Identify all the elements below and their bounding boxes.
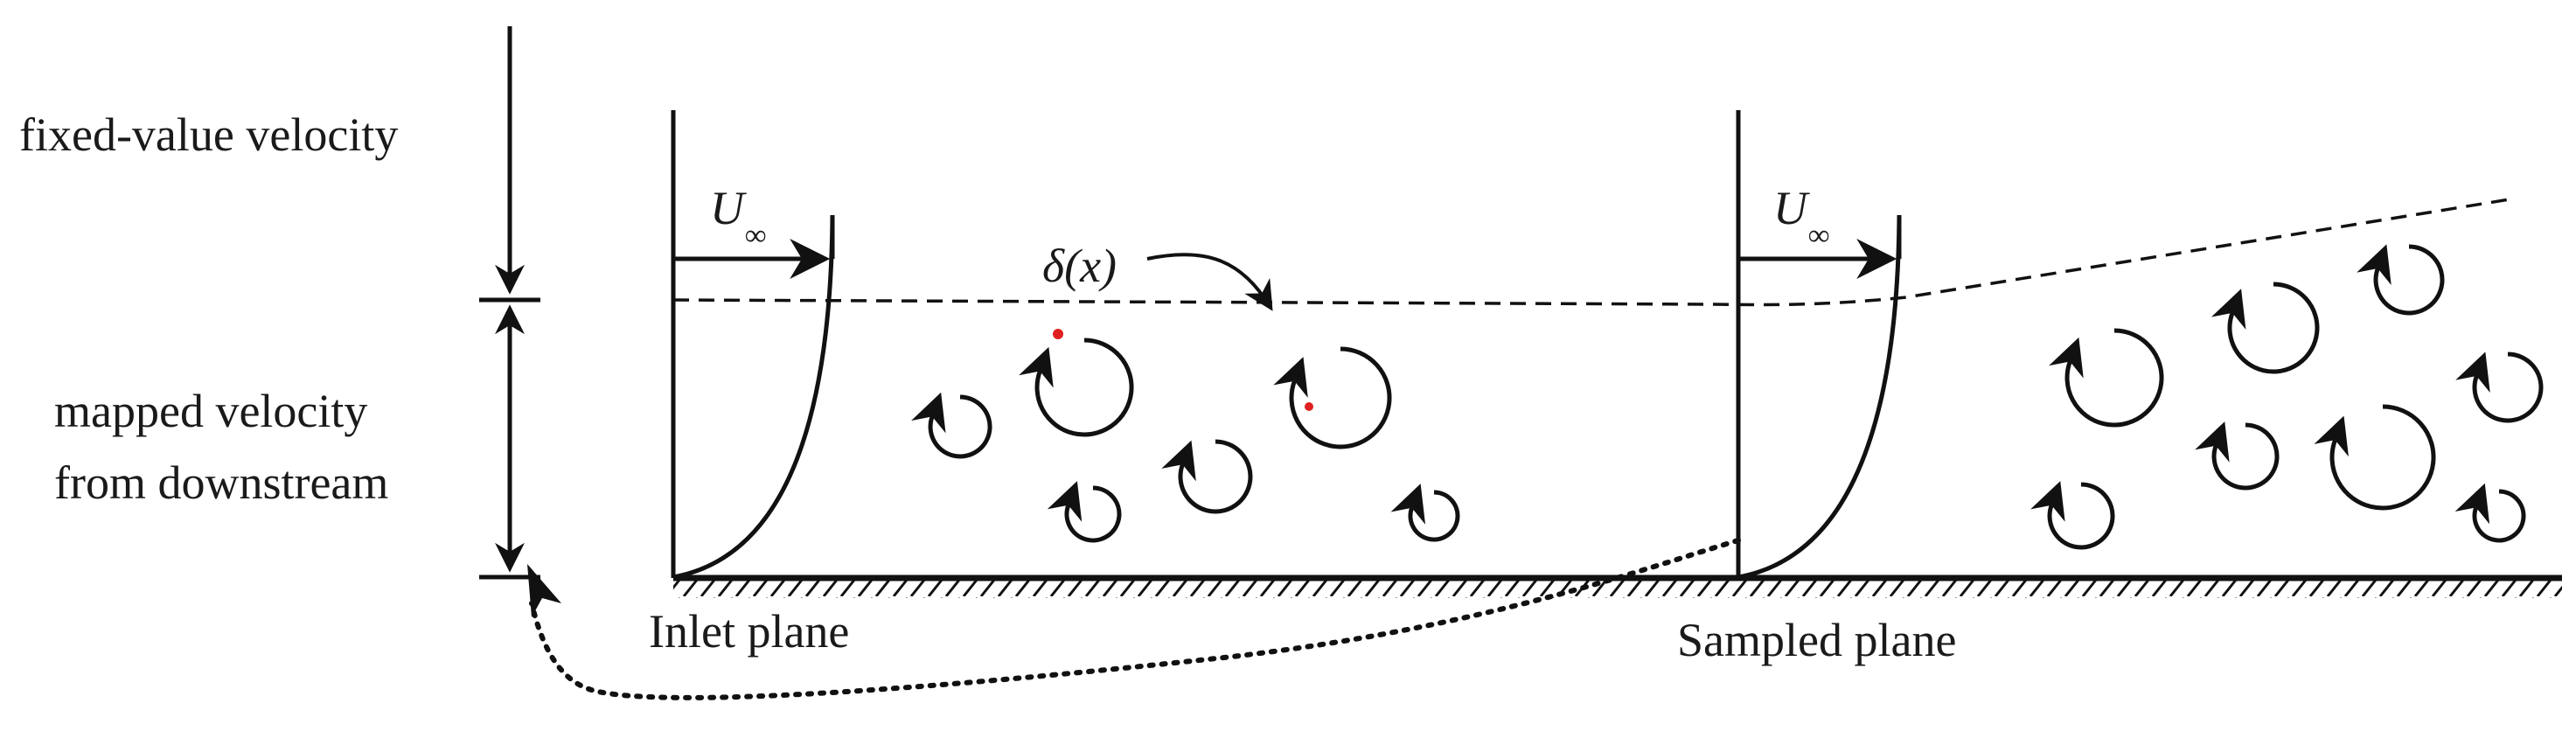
from-downstream-label: from downstream [54,456,388,509]
eddy-1 [911,392,992,459]
inlet-u-infinity-subscript: ∞ [745,219,766,252]
sampled-plane-label: Sampled plane [1677,614,1956,666]
eddy-7 [2049,328,2164,428]
eddy-8 [2210,282,2320,374]
eddy-14 [2454,483,2526,543]
eddy-12 [2314,404,2436,511]
inlet-profile-curve [672,214,835,580]
eddies-group [911,244,2544,550]
sampled-u-infinity-subscript: ∞ [1808,219,1829,252]
eddy-13 [2030,481,2115,550]
recycling-arrowhead [527,564,561,617]
wall [673,574,2562,598]
boundary-layer-thickness-line [672,198,2510,307]
inlet-plane-label: Inlet plane [649,605,849,658]
eddy-9 [2357,244,2445,316]
sampled-profile-curve [1737,214,1902,580]
sampled-velocity-profile [1736,110,1902,580]
delta-x-pointer-arrow [1146,253,1273,311]
inlet-velocity-profile [671,110,835,580]
fixed-value-velocity-label: fixed-value velocity [19,108,398,161]
eddy-10 [2455,352,2544,423]
eddy-5 [1273,346,1392,449]
red-marker-2 [1305,402,1313,411]
eddy-11 [2195,421,2280,491]
dimension-bracket [479,26,540,580]
eddy-3 [1047,481,1122,543]
eddy-2 [1019,338,1134,437]
eddy-4 [1161,439,1253,514]
inlet-u-infinity-symbol: U [710,182,747,234]
sampled-u-infinity-symbol: U [1773,182,1810,234]
mapped-velocity-label: mapped velocity [54,385,367,437]
wall-hatching [673,579,2562,598]
eddy-6 [1390,484,1460,542]
delta-x-label: δ(x) [1042,240,1117,292]
red-marker-1 [1053,329,1063,339]
